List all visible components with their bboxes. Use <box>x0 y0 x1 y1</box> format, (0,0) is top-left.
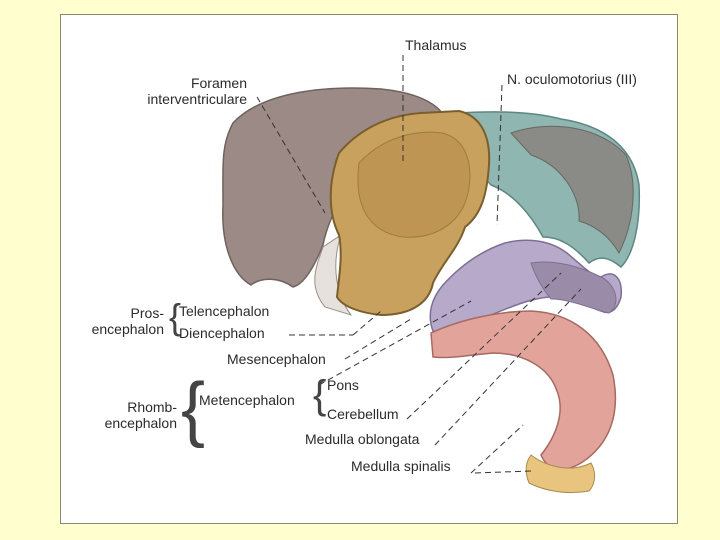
myelencephalon-region <box>430 310 617 471</box>
label-pros-line1: Pros- <box>130 305 164 321</box>
label-pros-line2: encephalon <box>91 321 164 337</box>
diagram-panel: Thalamus Foramen interventriculare N. oc… <box>60 14 678 524</box>
label-pons: Pons <box>327 377 359 393</box>
label-thalamus: Thalamus <box>405 37 467 53</box>
label-n-oculomotorius: N. oculomotorius (III) <box>507 71 637 87</box>
label-telencephalon: Telencephalon <box>179 303 270 319</box>
spinal-cord-region <box>525 454 596 494</box>
tectum-dark <box>510 125 634 255</box>
hemisphere-rim <box>314 233 353 316</box>
pons-dark <box>530 261 617 314</box>
brace-pros: { <box>169 296 182 337</box>
label-cerebellum: Cerebellum <box>327 406 399 422</box>
brace-met: { <box>313 373 327 417</box>
brace-rhomb: { <box>181 369 206 449</box>
label-rhomb-line1: Rhomb- <box>127 399 177 415</box>
label-mesencephalon: Mesencephalon <box>227 351 326 367</box>
brain-diagram <box>222 55 641 494</box>
label-medulla-spinalis: Medulla spinalis <box>351 458 451 474</box>
label-medulla-oblongata: Medulla oblongata <box>305 431 420 447</box>
label-diencephalon: Diencephalon <box>179 325 265 341</box>
label-foramen-line2: interventriculare <box>147 91 247 107</box>
label-foramen-line1: Foramen <box>190 75 247 91</box>
label-rhomb-line2: encephalon <box>104 415 177 431</box>
label-metencephalon: Metencephalon <box>199 392 295 408</box>
thalamus-inner <box>357 131 471 238</box>
